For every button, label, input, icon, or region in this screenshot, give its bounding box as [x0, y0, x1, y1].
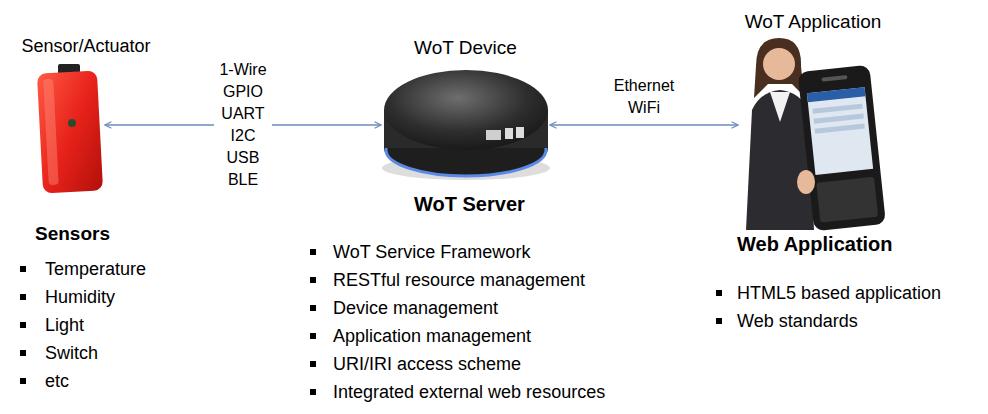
- phone-screen-row: [815, 124, 865, 134]
- bullet-mark: [20, 294, 26, 300]
- list-item: Application management: [333, 325, 531, 347]
- person-face: [763, 48, 795, 80]
- node-heading: WoT Device: [414, 37, 517, 60]
- bullet-mark: [716, 318, 722, 324]
- bullet-mark: [716, 290, 722, 296]
- device-port: [516, 127, 524, 138]
- device-node: WoT Device: [383, 70, 548, 182]
- sensor-highlight: [43, 79, 59, 185]
- device-port: [505, 128, 513, 139]
- phone-body: [798, 65, 886, 232]
- device-port: [486, 130, 501, 140]
- list-item: Light: [45, 314, 84, 336]
- list-item: RESTful resource management: [333, 269, 585, 291]
- bullet-mark: [20, 350, 26, 356]
- list-item: HTML5 based application: [737, 282, 941, 304]
- list-item: Temperature: [45, 258, 146, 280]
- application-illustration: [746, 38, 886, 231]
- device-illustration: [382, 70, 550, 180]
- section-heading: Web Application: [737, 233, 893, 255]
- phone-screen-row: [813, 104, 863, 114]
- bullet-mark: [310, 333, 316, 339]
- node-heading: WoT Application: [745, 11, 882, 34]
- bullet-mark: [20, 322, 26, 328]
- bullet-mark: [310, 277, 316, 283]
- node-heading: Sensor/Actuator: [21, 36, 150, 58]
- sensor-led: [68, 119, 76, 127]
- interface-label: 1-Wire GPIO UART I2C USB BLE: [214, 59, 272, 191]
- bullet-mark: [310, 389, 316, 395]
- link-arrow: [550, 124, 738, 126]
- phone-screen: [807, 87, 873, 175]
- list-item: Switch: [45, 342, 98, 364]
- sensor-body: [37, 71, 103, 194]
- device-node: WoT Application: [740, 35, 880, 230]
- list-item: Device management: [333, 297, 498, 319]
- device-top: [384, 70, 548, 150]
- list-item: etc: [45, 370, 69, 392]
- person-hand: [797, 170, 815, 194]
- interface-label: Ethernet WiFi: [610, 75, 678, 119]
- bullet-mark: [20, 378, 26, 384]
- bullet-mark: [20, 266, 26, 272]
- section-heading: Sensors: [35, 223, 110, 245]
- person-shirt: [770, 92, 790, 122]
- sensor-illustration: [37, 64, 103, 193]
- phone-screen-row: [814, 114, 864, 124]
- bullet-mark: [310, 361, 316, 367]
- list-item: Humidity: [45, 286, 115, 308]
- person-hair: [754, 38, 804, 98]
- phone-keyboard: [816, 177, 878, 223]
- device-node: Sensor/Actuator: [37, 68, 103, 195]
- list-item: URI/IRI access scheme: [333, 353, 521, 375]
- bullet-mark: [310, 249, 316, 255]
- phone-speaker: [821, 75, 847, 82]
- phone: [798, 65, 886, 232]
- list-item: Integrated external web resources: [333, 381, 605, 403]
- list-item: Web standards: [737, 310, 858, 332]
- phone-screen-header: [807, 87, 866, 102]
- bullet-mark: [310, 305, 316, 311]
- section-heading: WoT Server: [414, 193, 525, 215]
- list-item: WoT Service Framework: [333, 241, 530, 263]
